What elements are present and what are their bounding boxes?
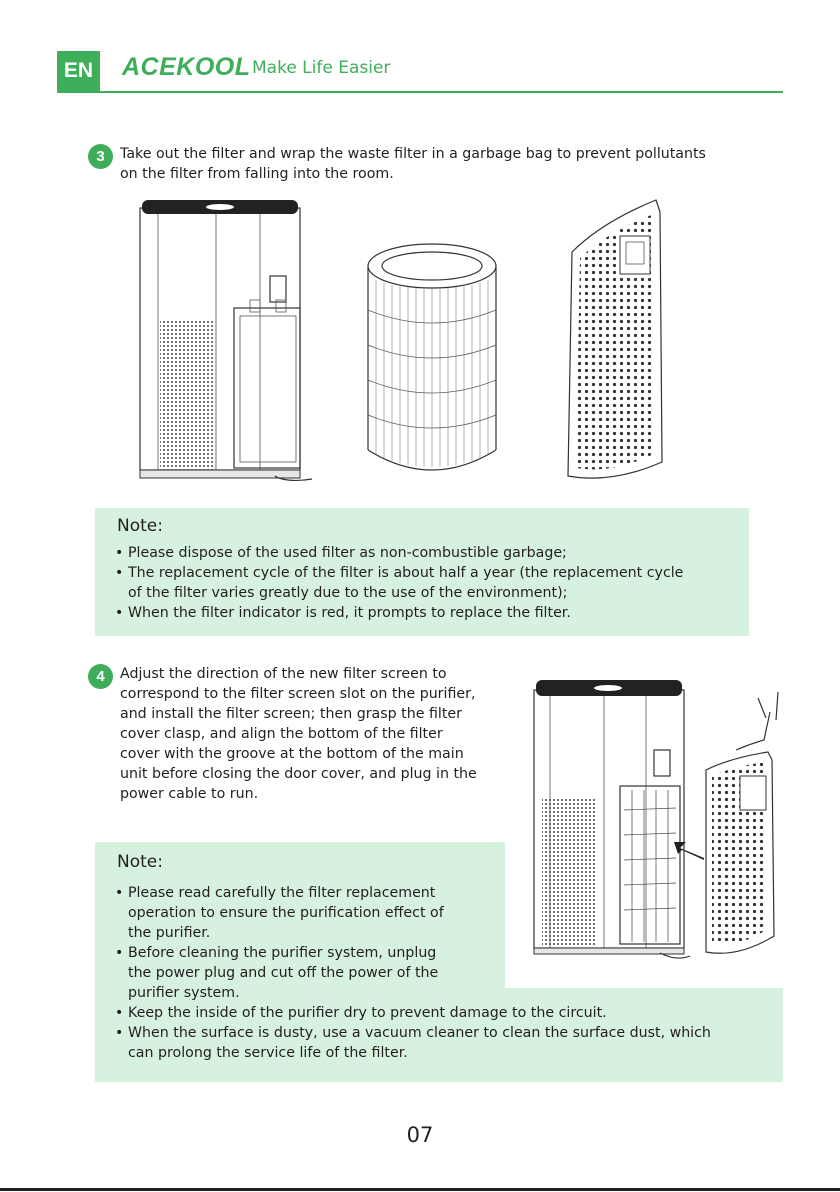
list-item: •Please dispose of the used filter as no… (115, 545, 567, 561)
step-4-line: correspond to the filter screen slot on … (120, 686, 476, 702)
step-4-line: cover with the groove at the bottom of t… (120, 746, 464, 762)
step-4-line: power cable to run. (120, 786, 259, 802)
list-item: •Keep the inside of the purifier dry to … (115, 1005, 607, 1021)
language-badge: EN (57, 51, 100, 91)
bottom-rule (0, 1188, 840, 1191)
cylindrical-filter-illustration (367, 243, 497, 471)
brand-tagline: Make Life Easier (252, 58, 391, 78)
header-divider (57, 91, 783, 93)
step-3-text: Take out the filter and wrap the waste f… (120, 144, 800, 184)
filter-cover-illustration (567, 199, 663, 479)
list-item: •Please read carefully the filter replac… (115, 885, 444, 941)
list-item: •The replacement cycle of the filter is … (115, 565, 684, 601)
brand-logo: ACEKOOL (122, 53, 251, 81)
page-number: 07 (406, 1123, 434, 1147)
step-4-number: 4 (88, 664, 113, 689)
step-3-line: Take out the filter and wrap the waste f… (120, 146, 706, 162)
list-item: •When the surface is dusty, use a vacuum… (115, 1025, 711, 1061)
note-box-1: Note: •Please dispose of the used filter… (95, 508, 749, 636)
step-3-line: on the filter from falling into the room… (120, 166, 394, 182)
note-title: Note: (117, 852, 163, 872)
list-item: •When the filter indicator is red, it pr… (115, 605, 571, 621)
list-item: •Before cleaning the purifier system, un… (115, 945, 439, 1001)
purifier-open-door-illustration (139, 200, 313, 482)
note-list-1: •Please dispose of the used filter as no… (115, 543, 745, 623)
step-3-number: 3 (88, 144, 113, 169)
note-list-2: •Please read carefully the filter replac… (115, 883, 775, 1063)
note-title: Note: (117, 516, 163, 536)
step-4-line: Adjust the direction of the new filter s… (120, 666, 447, 682)
step-4-line: and install the filter screen; then gras… (120, 706, 462, 722)
note-box-2-upper (95, 842, 505, 990)
install-filter-illustration (533, 680, 779, 959)
note-box-2-lower (95, 988, 783, 1082)
step-4-line: unit before closing the door cover, and … (120, 766, 477, 782)
step-4-text: Adjust the direction of the new filter s… (120, 664, 510, 804)
step-4-line: cover clasp, and align the bottom of the… (120, 726, 443, 742)
